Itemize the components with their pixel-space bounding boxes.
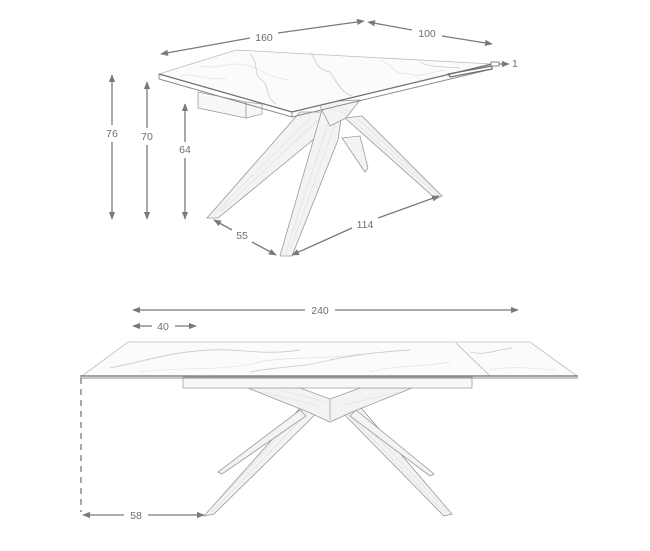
- star-base-perspective: [206, 99, 443, 257]
- perspective-view: 160 100 1 76 70 64: [106, 18, 518, 257]
- dimension-label-1: 1: [512, 58, 518, 70]
- dimension-label-55: 55: [236, 230, 248, 242]
- dimension-extended-240: 240: [132, 305, 519, 317]
- dimension-overhang-58: 58: [80, 378, 205, 522]
- dimension-base-55: 55: [213, 219, 277, 256]
- front-view-extended: 240 40 58: [80, 305, 579, 522]
- star-base-front: [202, 387, 453, 517]
- dimension-label-100: 100: [418, 28, 436, 40]
- dimension-height-70: 70: [141, 81, 153, 220]
- table-top-extended: [80, 341, 579, 379]
- dimension-label-40: 40: [157, 321, 169, 333]
- dimension-label-58: 58: [130, 510, 142, 522]
- table-top-perspective: [157, 49, 493, 118]
- dimension-label-76: 76: [106, 128, 118, 140]
- dimension-height-76: 76: [106, 74, 118, 220]
- dimension-width-100: 100: [367, 20, 493, 46]
- apron-front: [182, 376, 473, 389]
- dimension-height-64: 64: [179, 103, 191, 220]
- dimension-thickness-1: 1: [490, 58, 518, 70]
- dimension-length-160: 160: [160, 18, 365, 56]
- dimension-label-64: 64: [179, 144, 191, 156]
- dimension-label-160: 160: [255, 32, 273, 44]
- dimension-base-114: 114: [291, 195, 440, 256]
- dimension-leaf-40: 40: [132, 321, 197, 333]
- dimension-label-240: 240: [311, 305, 329, 317]
- dimension-label-114: 114: [357, 219, 374, 231]
- dimension-label-70: 70: [141, 131, 153, 143]
